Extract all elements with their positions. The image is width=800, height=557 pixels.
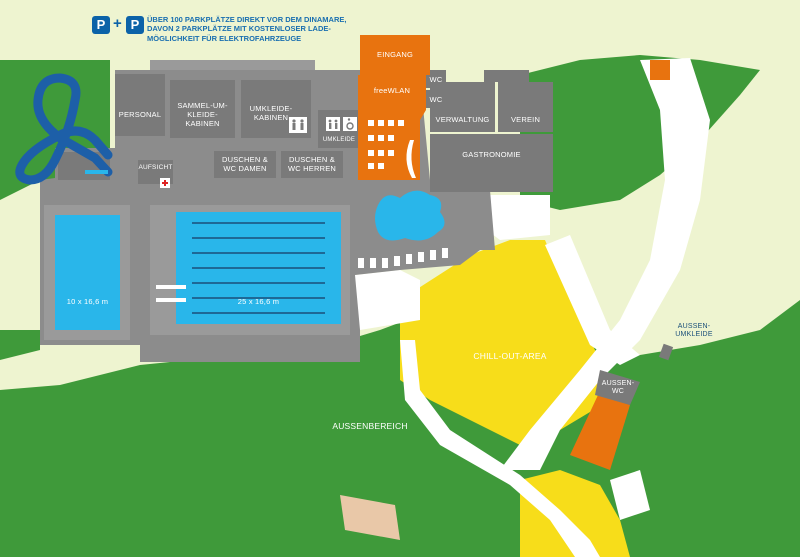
label-personal: PERSONAL <box>118 110 162 119</box>
label-sammel: SAMMEL-UM- KLEIDE- KABINEN <box>170 101 235 128</box>
parking-line-2: DAVON 2 PARKPLÄTZE MIT KOSTENLOSER LADE- <box>147 24 331 34</box>
kiosk-square <box>650 60 670 80</box>
label-sammel-line: KABINEN <box>185 119 220 128</box>
entrance-seating <box>368 120 416 178</box>
label-eingang: EINGANG <box>377 50 413 59</box>
lane-lines <box>192 222 325 314</box>
rooms <box>58 70 553 192</box>
label-verwaltung: VERWALTUNG <box>435 115 490 124</box>
label-verein: VEREIN <box>510 115 541 124</box>
label-wc1: WC <box>429 75 443 84</box>
aussen-wc-header <box>595 370 640 405</box>
label-duschen-damen: DUSCHEN & WC DAMEN <box>214 155 276 173</box>
room-verwaltung <box>430 82 495 132</box>
label-pool-small: 10 x 16,6 m <box>66 297 109 306</box>
wheelchair-icon <box>343 117 357 131</box>
label-duschen-herren: DUSCHEN & WC HERREN <box>281 155 343 173</box>
label-umkleide-line: UMKLEIDE- <box>249 104 293 113</box>
aussen-wc-building <box>570 395 630 470</box>
label-line: WC DAMEN <box>223 164 267 173</box>
label-line: AUSSEN- <box>601 380 635 387</box>
room-verein <box>498 82 553 132</box>
room-sammel <box>170 80 235 138</box>
label-aufsicht: AUFSICHT <box>138 164 173 171</box>
room-terrace <box>484 70 529 82</box>
label-line: WC HERREN <box>287 164 337 173</box>
pools <box>44 190 448 340</box>
parking-badge: P + P <box>92 14 152 40</box>
label-gastronomie: GASTRONOMIE <box>462 150 521 159</box>
chill-out-area-shape <box>400 240 610 445</box>
room-gastronomie <box>430 134 553 192</box>
water-slide-icon <box>15 73 113 185</box>
grass-area <box>0 210 800 557</box>
label-chill-out-area: CHILL-OUT-AREA <box>473 351 547 361</box>
room-personal <box>115 74 165 136</box>
label-umkleide: UMKLEIDE- KABINEN <box>241 104 301 122</box>
diving-board <box>156 285 186 289</box>
label-pool-large: 25 x 16,6 m <box>237 297 280 306</box>
label-sammel-line: KLEIDE- <box>187 110 218 119</box>
label-line: DUSCHEN & <box>222 155 268 164</box>
wlan-band <box>360 85 420 97</box>
aussen-umkleide-building <box>658 343 674 361</box>
leisure-pool <box>375 190 445 241</box>
parking-info: ÜBER 100 PARKPLÄTZE DIREKT VOR DEM DINAM… <box>147 15 387 43</box>
label-umkleide-line: KABINEN <box>253 113 289 122</box>
parking-line-1: ÜBER 100 PARKPLÄTZE DIREKT VOR DEM DINAM… <box>147 15 347 24</box>
parking-line-3: MÖGLICHKEIT FÜR ELEKTROFAHRZEUGE <box>147 33 302 43</box>
label-aussen-umkleide: AUSSEN- UMKLEIDE <box>664 323 724 340</box>
label-line: DUSCHEN & <box>289 155 335 164</box>
parking-charging-icon: P <box>126 16 144 34</box>
parking-icon: P <box>92 16 110 34</box>
toilet-icon-2 <box>326 117 340 131</box>
label-umkleide-small: UMKLEIDE <box>322 137 356 143</box>
pool-small <box>55 215 120 330</box>
label-line: AUSSEN- <box>677 323 711 330</box>
toilet-icon <box>289 117 307 133</box>
label-wc2: WC <box>429 95 443 104</box>
grass-left-lower <box>0 330 40 360</box>
label-line: UMKLEIDE <box>675 331 713 339</box>
label-aussenbereich: AUSSENBEREICH <box>332 421 408 431</box>
label-line: WC <box>611 388 625 396</box>
room-duschen-damen <box>214 151 276 178</box>
yellow-lower <box>520 470 630 557</box>
first-aid-icon <box>160 178 170 188</box>
parking-plus: + <box>113 15 122 32</box>
label-wlan: freeWLAN <box>373 86 411 95</box>
label-sammel-line: SAMMEL-UM- <box>177 101 228 110</box>
room-duschen-herren <box>281 151 343 178</box>
sandpit <box>340 495 400 540</box>
label-aussen-wc: AUSSEN- WC <box>596 380 640 397</box>
